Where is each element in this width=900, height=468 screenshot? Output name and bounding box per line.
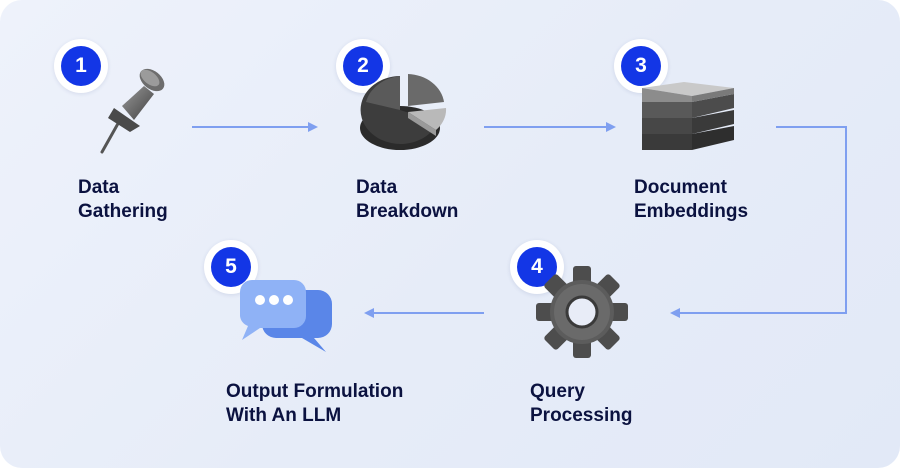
step-badge: 3	[614, 39, 668, 93]
step-number: 2	[343, 46, 383, 86]
step-label-line-1: Output Formulation	[226, 381, 404, 402]
step-label-line-2: With An LLM	[226, 405, 342, 426]
step-label: Output Formulation With An LLM	[226, 380, 403, 428]
pie-chart-icon	[360, 74, 447, 150]
gear-icon	[536, 266, 628, 358]
step-label-line-1: Query	[530, 381, 585, 402]
step-label-line-1: Document	[634, 177, 727, 198]
step-badge: 2	[336, 39, 390, 93]
step-number: 3	[621, 46, 661, 86]
push-pin-icon	[100, 68, 165, 154]
step-label-line-1: Data	[78, 177, 120, 198]
step-label-line-2: Processing	[530, 405, 633, 426]
step-badge: 5	[204, 240, 258, 294]
step-label: Data Gathering	[78, 176, 168, 224]
arrow-3-to-4	[670, 126, 847, 318]
chat-bubbles-icon	[240, 280, 332, 352]
step-label: Query Processing	[530, 380, 632, 428]
step-badge: 1	[54, 39, 108, 93]
step-label: Data Breakdown	[356, 176, 458, 224]
step-label-line-2: Breakdown	[356, 201, 459, 222]
step-label-line-2: Gathering	[78, 201, 168, 222]
step-label-line-1: Data	[356, 177, 398, 198]
step-number: 1	[61, 46, 101, 86]
step-label-line-2: Embeddings	[634, 201, 749, 222]
step-number: 5	[211, 247, 251, 287]
stacked-layers-icon	[642, 82, 734, 150]
step-label: Document Embeddings	[634, 176, 748, 224]
